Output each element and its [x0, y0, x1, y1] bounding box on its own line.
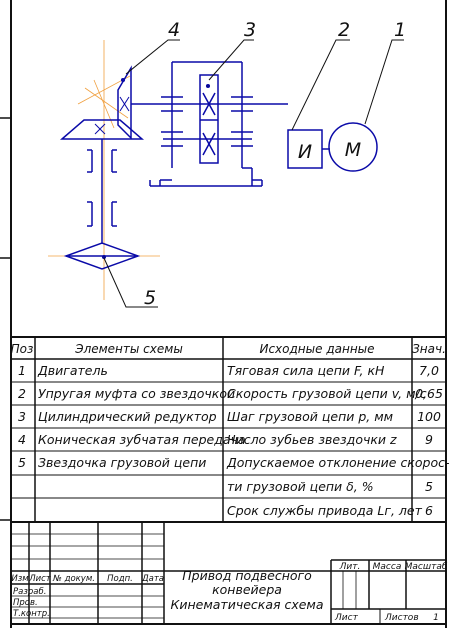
callout-3: 3: [244, 19, 256, 41]
kinematic-scheme: И M 4 3 2 1 5: [48, 19, 406, 309]
row-value: 7,0: [419, 363, 439, 378]
table-header: Поз Элементы схемы Исходные данные Знач.: [11, 342, 446, 356]
vertical-shaft: [87, 139, 117, 244]
header-elements: Элементы схемы: [74, 342, 183, 356]
row-element: Коническая зубчатая передача: [38, 432, 246, 447]
label-signature: Подп.: [107, 574, 133, 584]
table-row: 1 Двигатель Тяговая сила цепи F, кН 7,0: [18, 363, 439, 378]
label-sheets: Листов: [384, 613, 419, 623]
label-sheet: Лист: [28, 574, 52, 584]
table-row: Срок службы привода Lг, лет 6: [227, 503, 433, 518]
row-param: Скорость грузовой цепи v, м/с: [227, 386, 427, 401]
drawing-title: Привод подвесного конвейера Кинематическ…: [170, 568, 323, 612]
table-row: 2 Упругая муфта со звездочкой Скорость г…: [18, 386, 443, 401]
callout-4: 4: [168, 19, 180, 41]
callout-1: 1: [394, 19, 406, 41]
callout-5: 5: [144, 287, 156, 309]
row-value: 5: [425, 479, 433, 494]
title-line-2: конвейера: [212, 582, 282, 597]
row-value: 100: [417, 409, 441, 424]
header-source-data: Исходные данные: [259, 342, 374, 356]
label-change: Изм: [11, 574, 29, 584]
row-pos: 5: [18, 455, 26, 470]
row-param: Допускаемое отклонение скорос-: [226, 455, 450, 470]
sheets-count: 1: [433, 613, 439, 623]
leader-lines: [103, 39, 404, 308]
label-date: Дата: [141, 574, 164, 584]
motor-letter: M: [345, 139, 361, 161]
label-developed: Разраб.: [13, 587, 46, 597]
row-element: Двигатель: [37, 363, 108, 378]
row-param: Срок службы привода Lг, лет: [227, 503, 423, 518]
label-tech-control: Т.контр.: [13, 609, 50, 619]
row-param: Шаг грузовой цепи p, мм: [227, 409, 393, 424]
title-line-1: Привод подвесного: [182, 568, 312, 583]
elastic-coupling: И: [287, 129, 323, 169]
row-value: 6: [425, 503, 433, 518]
table-row: 5 Звездочка грузовой цепи Допускаемое от…: [18, 455, 450, 470]
row-pos: 3: [18, 409, 26, 424]
table-row: 4 Коническая зубчатая передача Число зуб…: [18, 432, 433, 447]
row-pos: 1: [18, 363, 26, 378]
row-element: Цилиндрический редуктор: [38, 409, 217, 424]
row-value: 9: [425, 432, 433, 447]
label-mass: Масса: [373, 562, 402, 572]
bevel-gear-pair: [59, 65, 145, 140]
row-pos: 2: [18, 386, 26, 401]
label-sheet-no: Лист: [334, 613, 359, 623]
cylindrical-reducer: [131, 61, 288, 187]
row-param: Число зубьев звездочки z: [227, 432, 397, 447]
callout-2: 2: [338, 19, 350, 41]
row-param: Тяговая сила цепи F, кН: [227, 363, 385, 378]
sprocket: [63, 242, 141, 270]
header-pos: Поз: [11, 342, 34, 356]
label-checked: Пров.: [13, 598, 38, 608]
title-block-col-labels: Изм Лист № докум. Подп. Дата: [11, 574, 164, 584]
row-pos: 4: [18, 432, 26, 447]
row-param: ти грузовой цепи δ, %: [227, 479, 374, 494]
coupling-letter: И: [298, 141, 312, 163]
header-value: Знач.: [412, 342, 446, 356]
row-element: Звездочка грузовой цепи: [38, 455, 206, 470]
row-element: Упругая муфта со звездочкой: [38, 386, 235, 401]
title-block-grid: [11, 521, 446, 624]
motor: M: [322, 122, 378, 172]
title-line-3: Кинематическая схема: [170, 597, 323, 612]
label-lit: Лит.: [339, 562, 361, 572]
label-doc-number: № докум.: [52, 574, 95, 584]
table-row: ти грузовой цепи δ, % 5: [227, 479, 433, 494]
title-block-row-labels: Разраб. Пров. Т.контр.: [13, 587, 50, 619]
label-scale: Масштаб: [405, 562, 448, 572]
table-grid: [11, 336, 446, 522]
table-row: 3 Цилиндрический редуктор Шаг грузовой ц…: [18, 409, 441, 424]
parameters-table: Поз Элементы схемы Исходные данные Знач.…: [11, 336, 450, 522]
row-value: 0,65: [415, 386, 443, 401]
title-block: Изм Лист № докум. Подп. Дата Разраб. Про…: [11, 521, 448, 624]
